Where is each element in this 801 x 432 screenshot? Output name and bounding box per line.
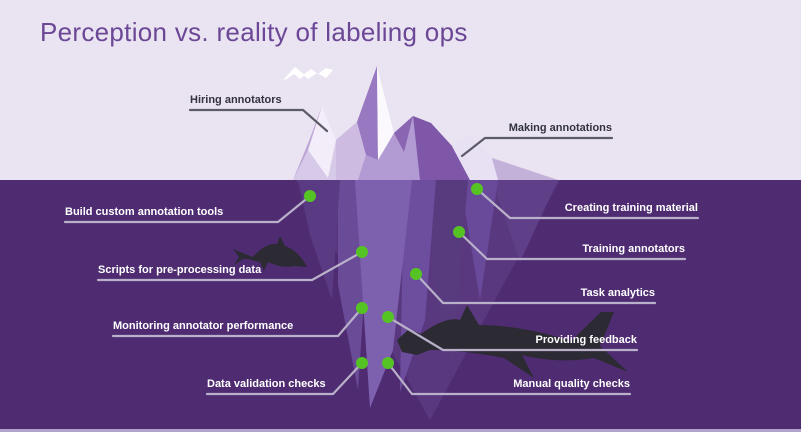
label-providing-feedback: Providing feedback — [535, 334, 637, 346]
iceberg-above-water — [293, 66, 558, 180]
label-training-annotators: Training annotators — [582, 243, 685, 255]
connection-dot — [471, 183, 483, 195]
connector-manual-quality-checks — [386, 361, 632, 396]
label-manual-quality-checks: Manual quality checks — [513, 378, 630, 390]
connection-dots — [304, 183, 483, 369]
page-title: Perception vs. reality of labeling ops — [40, 17, 468, 47]
connector-training-annotators — [457, 230, 687, 261]
label-monitoring-annotator-performance: Monitoring annotator performance — [113, 320, 294, 332]
label-hiring-annotators: Hiring annotators — [190, 94, 282, 106]
shark-small-silhouette — [233, 236, 307, 271]
label-build-custom-annotation-tools: Build custom annotation tools — [65, 206, 224, 218]
connector-providing-feedback — [386, 315, 639, 352]
label-task-analytics: Task analytics — [580, 287, 655, 299]
label-scripts-for-pre-processing-data: Scripts for pre-processing data — [98, 264, 262, 276]
connection-dot — [410, 268, 422, 280]
connector-data-validation-checks — [205, 361, 364, 396]
label-making-annotations: Making annotations — [508, 122, 612, 134]
connection-dot — [356, 357, 368, 369]
connector-making-annotations — [460, 136, 614, 158]
connector-scripts-for-pre-processing-data — [96, 250, 364, 282]
connector-hiring-annotators — [188, 108, 329, 133]
water-footer-line — [0, 429, 801, 432]
connection-dot — [382, 311, 394, 323]
connection-dot — [453, 226, 465, 238]
label-creating-training-material: Creating training material — [564, 202, 698, 214]
connector-task-analytics — [414, 272, 657, 305]
connection-dot — [356, 246, 368, 258]
connection-dot — [356, 302, 368, 314]
bird-icon — [283, 67, 333, 80]
connector-creating-training-material — [475, 187, 700, 220]
label-data-validation-checks: Data validation checks — [207, 378, 326, 390]
shark-large-silhouette — [397, 305, 628, 378]
connector-build-custom-annotation-tools — [63, 194, 312, 224]
connector-monitoring-annotator-performance — [111, 306, 364, 338]
connection-dot — [304, 190, 316, 202]
connection-dot — [382, 357, 394, 369]
iceberg-below-water — [296, 180, 560, 420]
